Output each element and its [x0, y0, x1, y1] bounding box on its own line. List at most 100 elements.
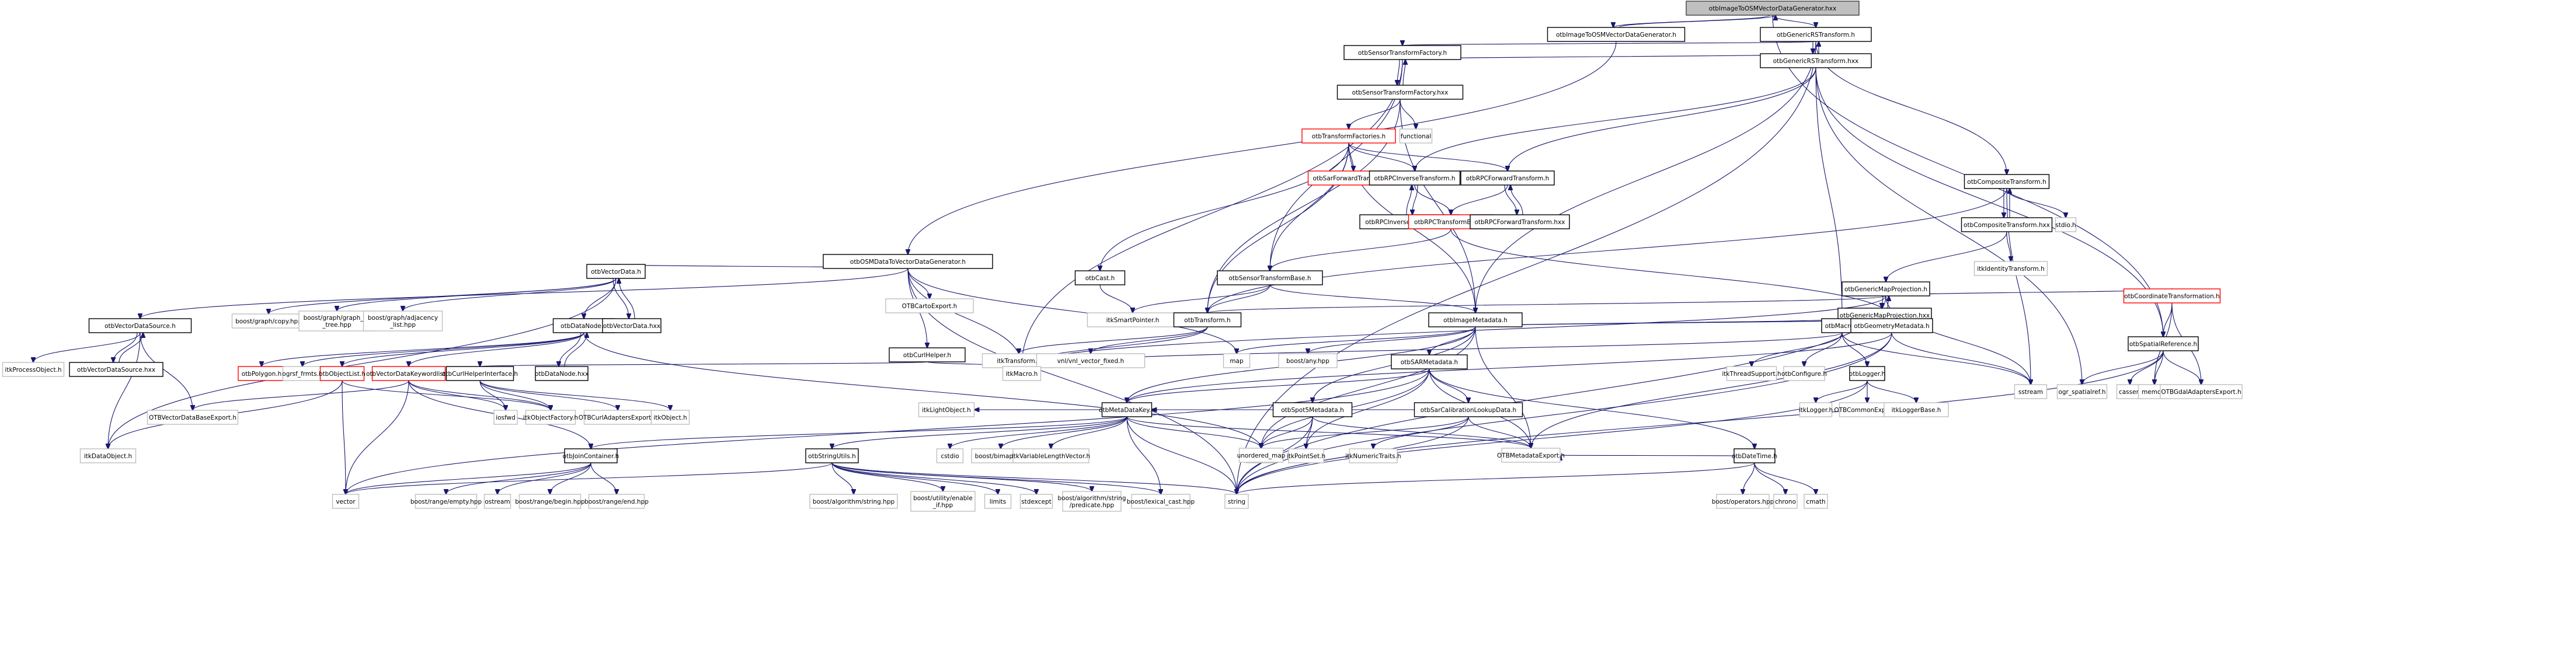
dependency-edge	[612, 278, 629, 319]
header-file-node[interactable]: otbVectorData.h	[586, 264, 646, 279]
node-box	[1850, 318, 1933, 333]
node-box	[2128, 336, 2199, 351]
header-file-node[interactable]: otbSensorTransformFactory.h	[1343, 45, 1461, 60]
external-header-node: OTBVectorDataBaseExport.h	[147, 410, 239, 425]
header-file-node[interactable]: otbRPCInverseTransform.h	[1369, 170, 1461, 186]
node-label: itkNumericTraits.h	[1345, 453, 1401, 460]
node-label: otbGenericMapProjection.hxx	[1840, 312, 1930, 319]
node-label: itkThreadSupport.h	[1722, 371, 1781, 378]
external-header-node: boost/range/begin.hpp	[515, 494, 585, 509]
dependency-edge	[1743, 462, 1755, 494]
header-file-node[interactable]: otbGenericRSTransform.hxx	[1760, 53, 1872, 68]
node-label: otbTransform.h	[1184, 317, 1230, 324]
header-file-node[interactable]: otbSensorTransformFactory.hxx	[1336, 85, 1464, 100]
dependency-edge	[1126, 416, 1161, 494]
dependency-edge	[342, 380, 551, 410]
external-header-node: unordered_map	[1237, 448, 1286, 463]
dependency-edge	[1237, 332, 1892, 494]
header-file-node[interactable]: otbJoinContainer.h	[563, 448, 619, 463]
node-box	[1460, 170, 1555, 186]
node-label: _if.hpp	[932, 502, 953, 509]
node-box	[1964, 174, 2050, 189]
dependency-edge	[1406, 185, 1412, 215]
header-file-node[interactable]: otbImageMetadata.h	[1428, 312, 1523, 327]
header-file-node[interactable]: otbDateTime.h	[1732, 448, 1777, 463]
external-header-node: boost/graph/graph_as_tree.hpp	[298, 310, 375, 332]
dependency-edge	[1402, 60, 1405, 86]
dependency-edge	[907, 268, 930, 299]
header-file-node[interactable]: otbRPCForwardTransform.h	[1460, 170, 1555, 186]
external-header-node: itkPointSet.h	[1287, 448, 1325, 463]
external-header-node: stdexcept	[1019, 494, 1053, 509]
node-label: limits	[990, 498, 1007, 505]
node-label: boost/utility/enable	[913, 495, 973, 502]
dependency-edge	[1051, 416, 1127, 449]
external-header-node: itkLoggerBase.h	[1884, 402, 1949, 417]
dependency-edge	[1754, 462, 1816, 494]
header-file-node[interactable]: otbSARMetadata.h	[1391, 354, 1468, 369]
dependency-edge	[590, 462, 617, 494]
node-label: otbSensorTransformBase.h	[1229, 275, 1311, 282]
header-file-node[interactable]: otbOSMDataToVectorDataGenerator.h	[823, 254, 993, 269]
header-file-node[interactable]: otbSpatialReference.h	[2128, 336, 2199, 351]
dependency-edge	[1001, 416, 1127, 449]
dependency-edge	[1451, 184, 1508, 215]
external-header-node: itkLightObject.h	[918, 402, 975, 417]
header-file-node[interactable]: otbGenericRSTransform.h	[1760, 27, 1872, 42]
node-box	[79, 448, 137, 463]
header-file-node[interactable]: otbImageToOSMVectorDataGenerator.h	[1547, 27, 1686, 42]
header-file-node[interactable]: otbCast.h	[1074, 270, 1126, 285]
header-file-node[interactable]: otbObjectList.h	[319, 366, 365, 381]
header-file-node[interactable]: otbGenericMapProjection.h	[1842, 281, 1930, 296]
header-file-node[interactable]: otbGeometryMetadata.h	[1850, 318, 1933, 333]
dependency-edge	[564, 333, 587, 367]
header-file-node[interactable]: otbCoordinateTransformation.h	[2123, 288, 2221, 303]
header-file-node[interactable]: otbLogger.h	[1849, 366, 1885, 381]
header-file-node[interactable]: otbSpot5Metadata.h	[1272, 402, 1353, 417]
dependency-edge	[1450, 228, 1892, 319]
header-file-node[interactable]: otbVectorDataKeywordlist.h	[366, 366, 451, 381]
node-label: otbRPCForwardTransform.h	[1466, 175, 1550, 182]
node-label: OTBCartoExport.h	[902, 303, 958, 310]
node-box	[147, 410, 239, 425]
node-label: otbSarCalibrationLookupData.h	[1421, 407, 1516, 414]
header-file-node[interactable]: otbCompositeTransform.hxx	[1961, 217, 2053, 232]
dependency-edge	[346, 462, 591, 494]
header-file-node[interactable]: otbSarCalibrationLookupData.h	[1414, 402, 1523, 417]
header-file-node[interactable]: otbDataNode.hxx	[535, 366, 589, 381]
node-box	[564, 448, 618, 463]
header-file-node[interactable]: otbCurlHelper.h	[889, 347, 966, 362]
header-file-node[interactable]: otbTransform.h	[1173, 312, 1242, 327]
node-label: itkVariableLengthVector.h	[1012, 453, 1090, 460]
dependency-edge	[1237, 350, 2164, 494]
dependency-edge	[1237, 295, 1886, 494]
external-header-node: otbConfigure.h	[1781, 366, 1827, 381]
node-label: otbGenericRSTransform.h	[1777, 32, 1855, 39]
header-file-node[interactable]: otbCompositeTransform.h	[1964, 174, 2050, 189]
external-header-node: ogrsf_frmts.h	[282, 366, 323, 381]
node-label: itkObject.h	[653, 414, 687, 421]
external-header-node: itkVariableLengthVector.h	[1012, 448, 1090, 463]
dependency-edge	[1815, 67, 2163, 337]
header-file-node[interactable]: otbStringUtils.h	[805, 448, 859, 463]
header-file-node[interactable]: otbTransformFactories.h	[1301, 128, 1396, 144]
header-file-node[interactable]: otbRPCForwardTransform.hxx	[1470, 214, 1570, 229]
node-box	[1391, 354, 1468, 369]
dependency-edge	[1207, 295, 1886, 313]
node-label: boost/algorithm/string	[1058, 495, 1126, 502]
node-box	[1773, 494, 1798, 509]
dependency-edge	[1237, 462, 1755, 494]
dependency-edge	[1127, 368, 1430, 403]
dependency-edge	[1415, 67, 1816, 171]
header-file-node[interactable]: otbPolygon.h	[238, 366, 286, 381]
node-label: otbImageToOSMVectorDataGenerator.h	[1556, 32, 1676, 39]
header-file-node[interactable]: otbVectorData.hxx	[602, 318, 662, 333]
node-label: otbCompositeTransform.hxx	[1964, 222, 2050, 229]
header-file-node[interactable]: otbMetaDataKey.h	[1099, 402, 1155, 417]
node-box	[1783, 366, 1825, 381]
header-file-node[interactable]: otbCurlHelperInterface.h	[442, 366, 518, 381]
node-label: map	[1230, 358, 1244, 365]
header-file-node[interactable]: otbVectorDataSource.h	[88, 318, 192, 333]
header-file-node[interactable]: otbVectorDataSource.hxx	[69, 362, 163, 377]
header-file-node[interactable]: otbSensorTransformBase.h	[1217, 270, 1323, 285]
